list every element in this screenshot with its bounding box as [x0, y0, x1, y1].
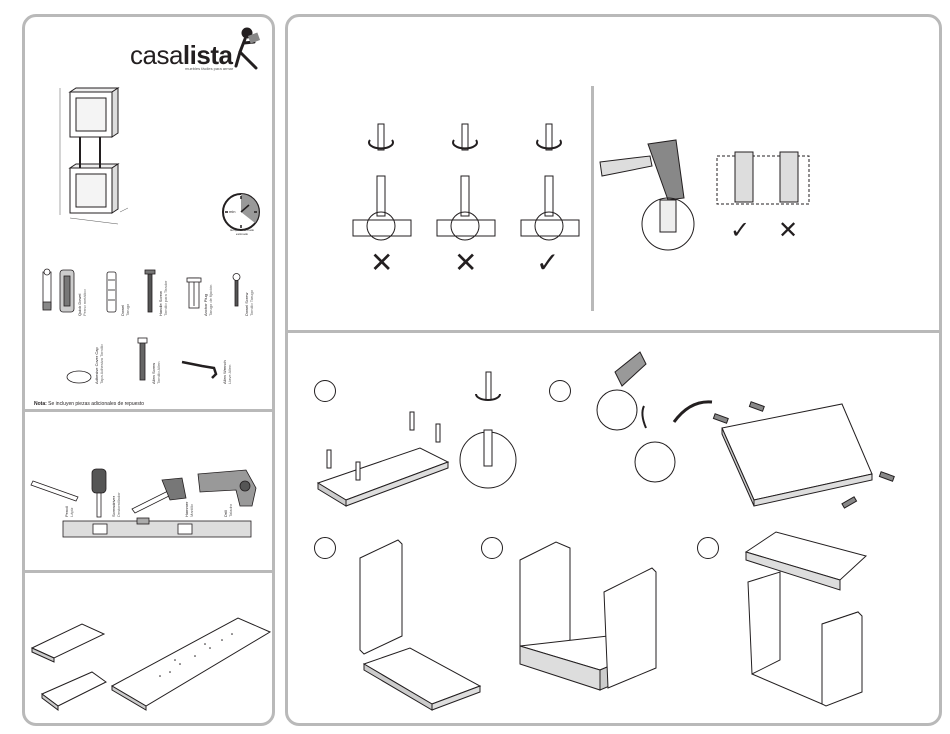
step-3-circle — [314, 537, 336, 559]
time-minutes-label: min — [229, 209, 236, 214]
mark-wrong-1: ✕ — [370, 247, 394, 278]
spare-parts-note: Nota: Se incluyen piezas adicionales de … — [34, 401, 145, 407]
step-5-circle — [697, 537, 719, 559]
left-divider-2 — [24, 570, 273, 573]
step-2-circle — [549, 380, 571, 402]
time-caption: tiempo de armado estimado — [229, 228, 255, 236]
mark-right-2: ✓ — [730, 217, 751, 244]
tips-divider — [591, 86, 594, 311]
mark-right-1: ✓ — [536, 247, 560, 278]
left-divider-1 — [24, 409, 273, 412]
step-4-circle — [481, 537, 503, 559]
mark-wrong-2: ✕ — [454, 247, 478, 278]
step-1-circle — [314, 380, 336, 402]
brand-logo: casalista — [130, 40, 233, 70]
right-divider — [287, 330, 940, 333]
mark-wrong-3: ✕ — [778, 217, 799, 244]
left-column-panel — [22, 14, 275, 726]
brand-tagline: muebles fáciles para armar — [185, 66, 234, 71]
